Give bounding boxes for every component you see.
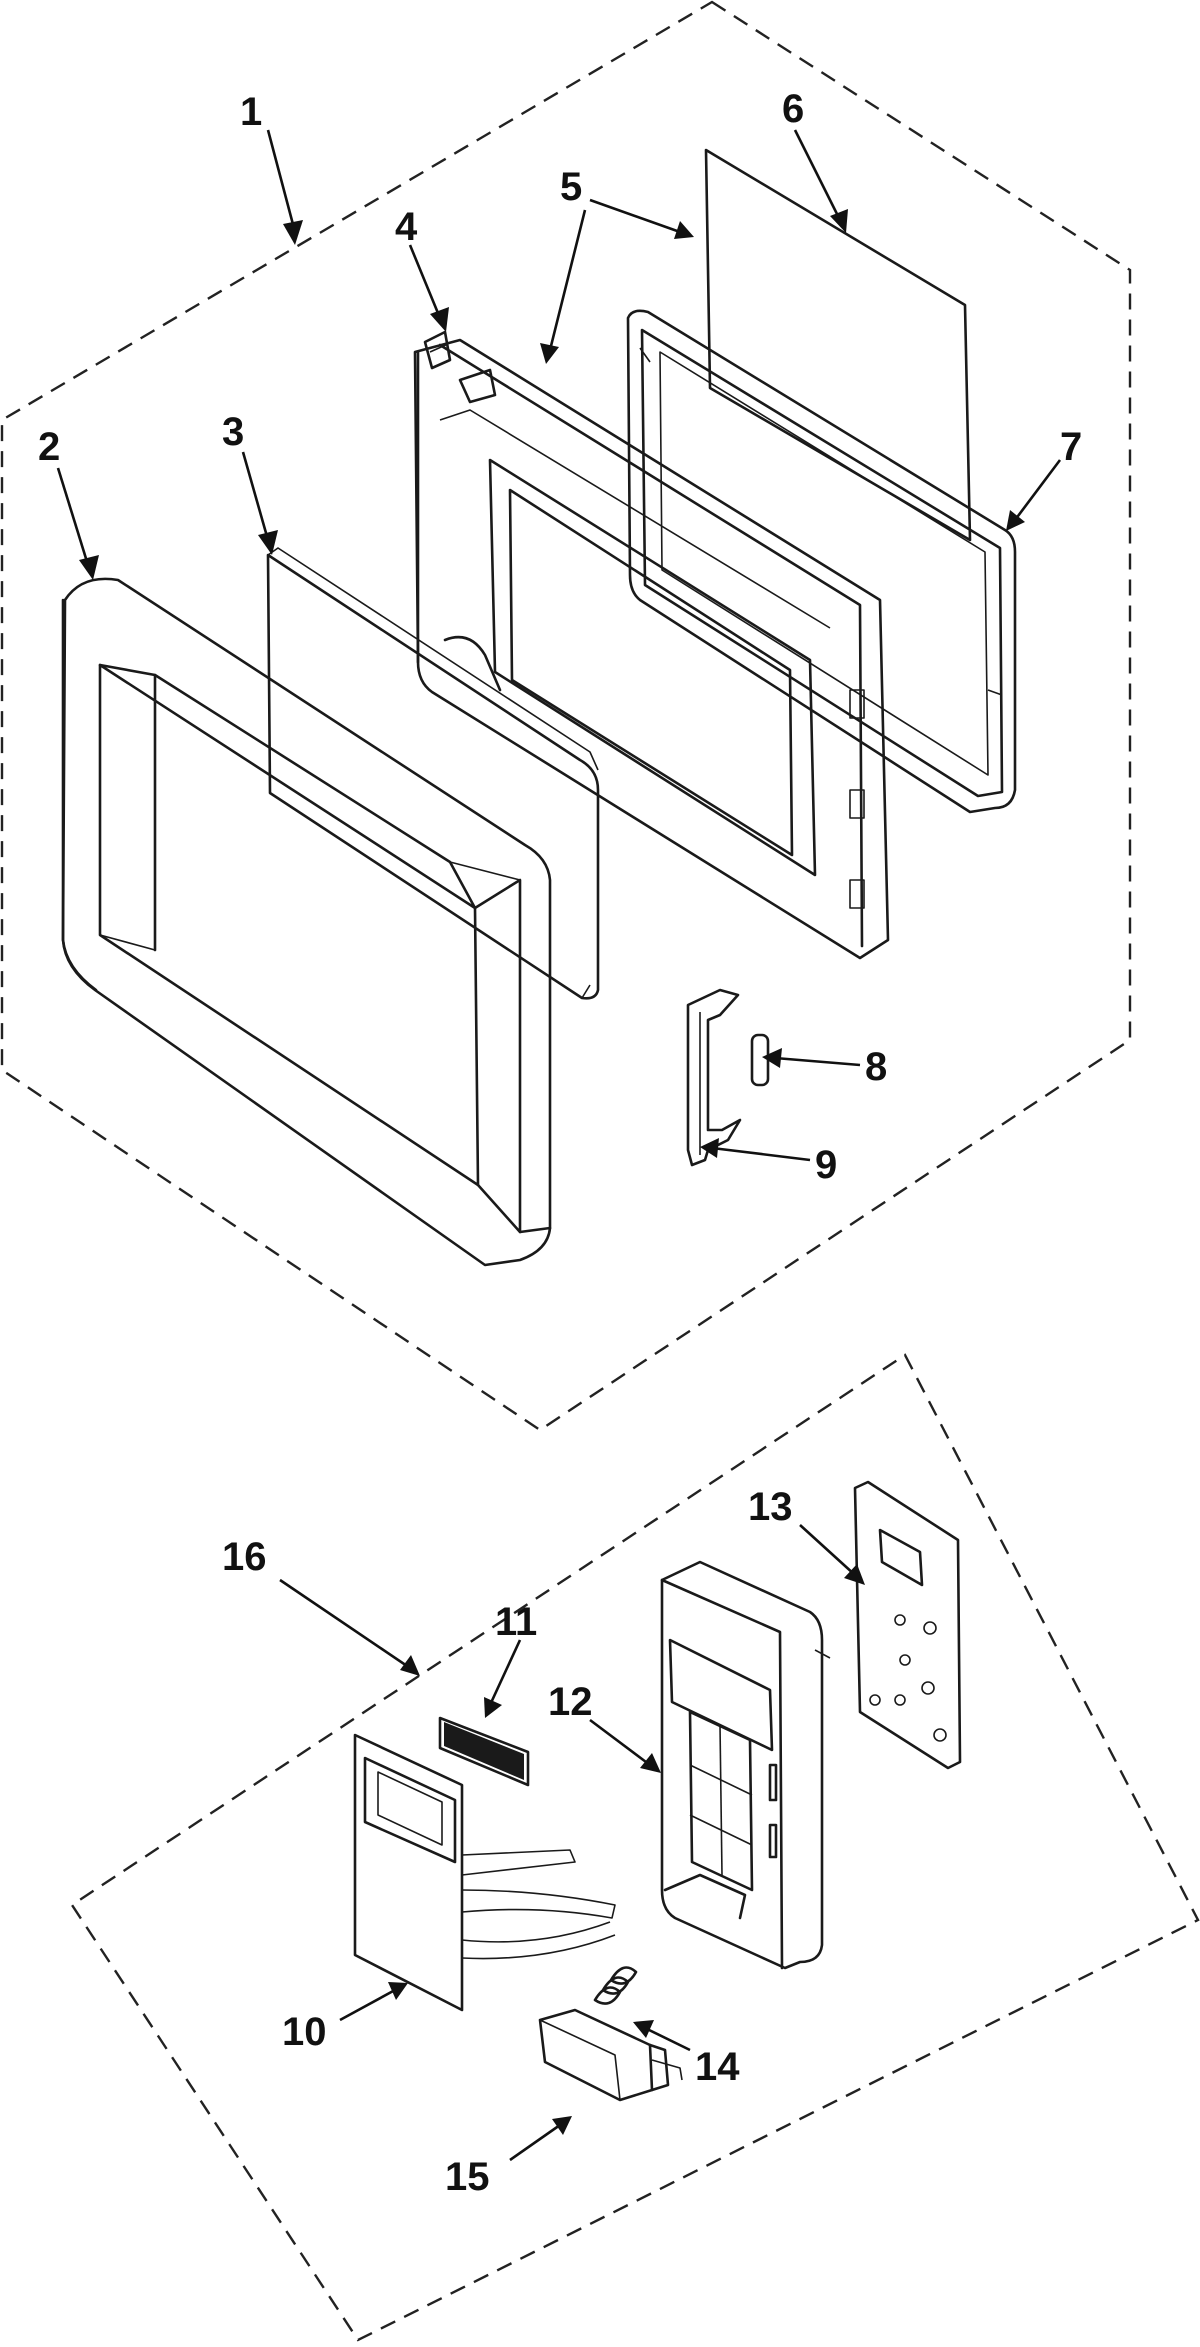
callout-9: 9 — [815, 1143, 837, 1187]
callout-13: 13 — [748, 1485, 793, 1529]
latch-lever — [686, 988, 742, 1167]
release-button — [538, 2008, 683, 2102]
callout-10: 10 — [282, 2010, 327, 2054]
callout-5: 5 — [560, 165, 582, 209]
callout-12: 12 — [548, 1680, 593, 1724]
leader-lines — [56, 129, 1062, 2162]
control-pcb — [853, 1480, 962, 1770]
door-outer-frame — [61, 577, 552, 1267]
door-assembly-group-boundary — [0, 0, 1132, 1432]
display-window-sticker — [438, 1716, 530, 1787]
latch-spring — [750, 1033, 770, 1087]
button-spring — [593, 1966, 638, 2005]
callout-8: 8 — [865, 1045, 887, 1089]
window-film — [704, 148, 972, 542]
choke-seal — [626, 309, 1017, 814]
callout-4: 4 — [395, 205, 418, 249]
door-glass-screen — [266, 547, 600, 1000]
callout-11: 11 — [495, 1600, 537, 1644]
callout-2: 2 — [38, 425, 60, 469]
callout-7: 7 — [1060, 425, 1082, 469]
control-panel-frame — [660, 1560, 831, 1970]
control-overlay-membrane — [353, 1733, 616, 2012]
callout-6: 6 — [782, 87, 804, 131]
callout-16: 16 — [222, 1535, 267, 1579]
callout-1: 1 — [240, 90, 262, 134]
door-inner-frame — [413, 338, 890, 960]
callout-14: 14 — [695, 2045, 740, 2089]
control-panel-group-boundary — [70, 1353, 1200, 2342]
callout-15: 15 — [445, 2155, 490, 2199]
door-hinge — [423, 330, 452, 370]
callout-3: 3 — [222, 410, 244, 454]
